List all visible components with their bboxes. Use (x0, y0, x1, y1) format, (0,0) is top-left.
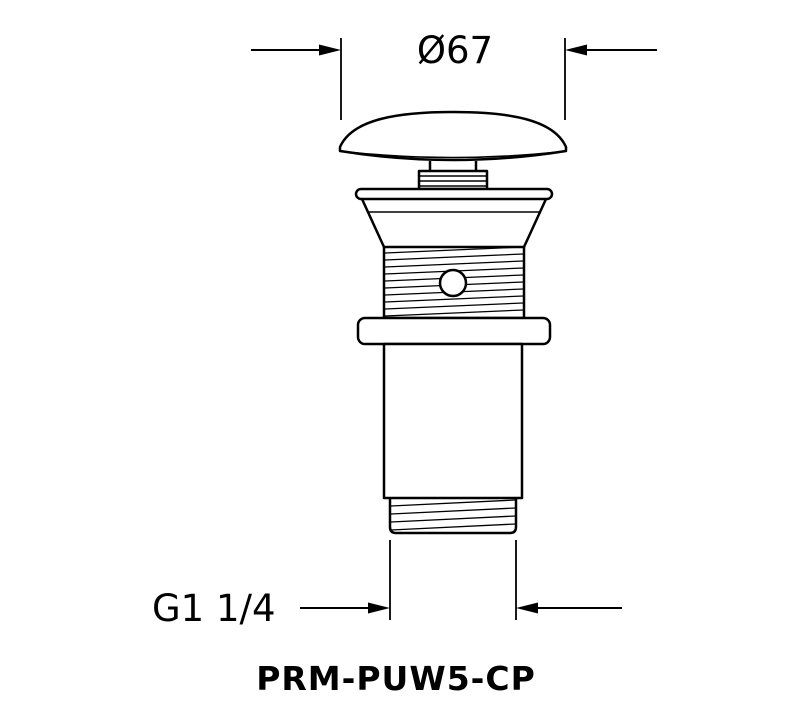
tail-thread-hatching (390, 499, 516, 531)
bottom-threaded-tail (388, 498, 518, 535)
dimension-arrow-left-pointing (565, 44, 587, 56)
cone-left-edge (360, 198, 386, 248)
bottom-dimension-label: G1 1/4 (152, 587, 276, 630)
main-body (382, 342, 524, 500)
dimension-arrow-left-pointing (516, 602, 538, 614)
locknut-flange (356, 316, 552, 346)
flange-plate (354, 187, 554, 201)
dimension-arrow-right-pointing (368, 602, 390, 614)
part-number-label: PRM-PUW5-CP (256, 659, 536, 698)
stem-nut-ridges (419, 175, 487, 187)
top-flange (354, 187, 554, 248)
cap-outline (338, 110, 568, 162)
cap (338, 110, 568, 162)
bottom-dimension: G1 1/4 (152, 540, 622, 630)
top-dimension-label: Ø67 (417, 29, 493, 72)
cone-right-edge (522, 198, 548, 248)
overflow-hole (438, 268, 468, 298)
dimension-arrow-right-pointing (319, 44, 341, 56)
cap-stem (417, 161, 489, 191)
top-dimension: Ø67 (251, 29, 657, 120)
cap-rim-line (347, 151, 559, 159)
upper-threaded-section (382, 245, 526, 320)
tail-outline (388, 498, 518, 535)
